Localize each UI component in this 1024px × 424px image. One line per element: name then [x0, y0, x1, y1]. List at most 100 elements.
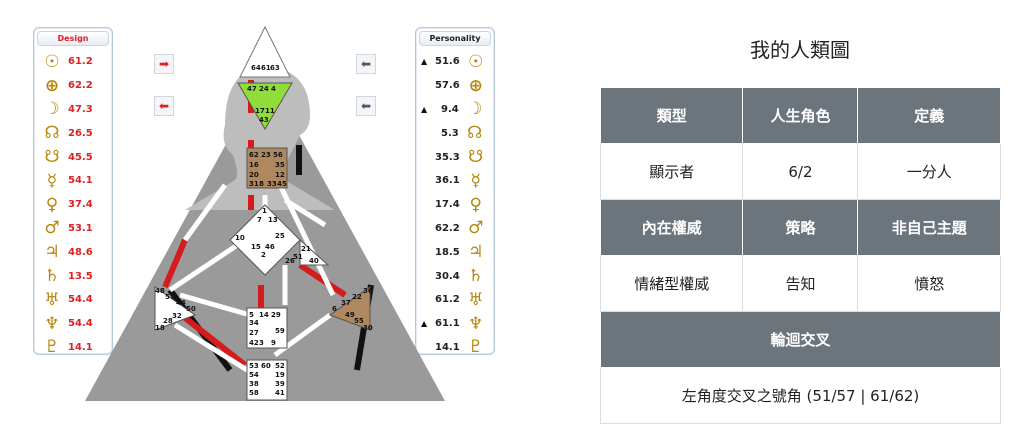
- gate-label: 8: [259, 180, 264, 188]
- gate-label: 17: [255, 107, 265, 115]
- root-center: [246, 359, 288, 401]
- channel: [162, 238, 188, 289]
- personality-value-sun: 51.6: [435, 56, 460, 68]
- uranus-icon: ♅: [44, 289, 60, 310]
- design-panel-title: Design: [37, 31, 109, 46]
- sun-icon: ☉: [44, 51, 60, 72]
- gate-label: 41: [275, 389, 285, 397]
- gate-label: 29: [271, 311, 281, 319]
- design-value-venus: 37.4: [68, 199, 93, 211]
- gate-label: 58: [249, 389, 259, 397]
- design-value-south-node: 45.5: [68, 151, 93, 163]
- exalted-marker: ▲: [421, 319, 428, 329]
- gate-label: 4: [271, 85, 276, 93]
- personality-row-moon: ▲9.4☽: [416, 98, 494, 122]
- personality-value-earth: 57.6: [435, 80, 460, 92]
- gate-label: 11: [265, 107, 275, 115]
- design-row-venus: ♀37.4: [34, 193, 112, 217]
- design-value-mars: 53.1: [68, 222, 93, 234]
- gate-label: 7: [257, 216, 262, 224]
- design-bottom-arrow-button[interactable]: ⬅: [154, 96, 174, 116]
- north-node-icon: ☊: [467, 123, 483, 144]
- sacral-center: [246, 307, 288, 349]
- value-type: 顯示者: [599, 143, 744, 200]
- spleen-center: [154, 286, 197, 331]
- personality-value-saturn: 30.4: [435, 270, 460, 282]
- gate-label: 1: [262, 207, 267, 215]
- arrow-left-icon: ⬅: [360, 57, 372, 71]
- gate-label: 21: [301, 245, 311, 253]
- design-value-mercury: 54.1: [68, 175, 93, 187]
- gate-label: 52: [275, 362, 285, 370]
- gate-label: 37: [341, 299, 351, 307]
- gate-label: 32: [172, 312, 182, 320]
- bodygraph: 64 61 63 47 24 4 17 11 43 62 23 56 16 35…: [85, 25, 445, 401]
- gate-label: 42: [249, 339, 259, 347]
- gate-label: 61: [261, 64, 271, 72]
- personality-top-arrow-button[interactable]: ⬅: [356, 54, 376, 74]
- summary-table: 類型 人生角色 定義 顯示者 6/2 一分人 內在權威 策略 非自己主題 情緒型…: [599, 87, 1001, 424]
- design-value-pluto: 14.1: [68, 341, 93, 353]
- jupiter-icon: ♃: [44, 242, 60, 263]
- design-row-uranus: ♅54.4: [34, 288, 112, 312]
- moon-icon: ☽: [467, 99, 483, 120]
- header-not-self: 非自己主題: [857, 199, 1001, 256]
- design-value-earth: 62.2: [68, 80, 93, 92]
- design-row-saturn: ♄13.5: [34, 264, 112, 288]
- channel: [283, 197, 327, 228]
- moon-icon: ☽: [44, 99, 60, 120]
- gate-label: 47: [247, 85, 257, 93]
- channel: [168, 237, 247, 293]
- design-row-north-node: ☊26.5: [34, 121, 112, 145]
- gate-label: 27: [249, 329, 259, 337]
- earth-icon: ⊕: [468, 75, 483, 96]
- personality-value-pluto: 14.1: [435, 341, 460, 353]
- saturn-icon: ♄: [468, 266, 484, 287]
- gate-label: 28: [163, 317, 173, 325]
- mercury-icon: ☿: [470, 170, 481, 191]
- gate-label: 59: [275, 327, 285, 335]
- gate-label: 54: [249, 371, 259, 379]
- design-panel: Design ☉61.2 ⊕62.2 ☽47.3 ☊26.5 ☋45.5 ☿54…: [33, 27, 113, 357]
- gate-label: 38: [249, 380, 259, 388]
- personality-value-jupiter: 18.5: [435, 246, 460, 258]
- value-authority: 情緒型權威: [599, 255, 744, 312]
- personality-value-south-node: 35.3: [435, 151, 460, 163]
- gate-label: 15: [251, 243, 261, 251]
- gate-label: 24: [259, 85, 269, 93]
- ajna-center: [237, 82, 293, 130]
- personality-panel: Personality ▲51.6☉ 57.6⊕ ▲9.4☽ 5.3☊ 35.3…: [415, 27, 495, 357]
- design-row-pluto: ♇14.1: [34, 336, 112, 360]
- gate-label: 46: [265, 243, 275, 251]
- heart-center: [299, 238, 330, 266]
- gate-label: 2: [261, 251, 266, 259]
- design-top-arrow-button[interactable]: ➡: [154, 54, 174, 74]
- personality-row-uranus: 61.2♅: [416, 288, 494, 312]
- gate-label: 63: [270, 64, 280, 72]
- gate-label: 44: [176, 299, 186, 307]
- header-profile: 人生角色: [742, 87, 859, 144]
- value-profile: 6/2: [742, 143, 859, 200]
- personality-value-mars: 62.2: [435, 222, 460, 234]
- neptune-icon: ♆: [44, 313, 60, 334]
- neptune-icon: ♆: [468, 313, 484, 334]
- design-row-jupiter: ♃ 48.6: [34, 240, 112, 264]
- gate-label: 43: [259, 116, 269, 124]
- personality-value-neptune: 61.1: [435, 318, 460, 330]
- personality-row-saturn: 30.4 ♄: [416, 264, 494, 288]
- channel: [182, 183, 228, 242]
- header-definition: 定義: [857, 87, 1001, 144]
- personality-bottom-arrow-button[interactable]: ⬅: [356, 96, 376, 116]
- personality-row-north-node: 5.3☊: [416, 121, 494, 145]
- design-value-neptune: 54.4: [68, 318, 93, 330]
- gate-label: 45: [277, 180, 287, 188]
- gate-label: 56: [273, 151, 283, 159]
- chart-title: 我的人類圖: [750, 38, 850, 62]
- design-value-jupiter: 48.6: [68, 246, 93, 258]
- personality-value-moon: 9.4: [441, 103, 459, 115]
- value-incarnation-cross: 左角度交叉之號角 (51/57 | 61/62): [600, 367, 1001, 424]
- gate-label: 40: [309, 257, 319, 265]
- personality-row-neptune: ▲ 61.1 ♆: [416, 312, 494, 336]
- personality-row-pluto: 14.1♇: [416, 336, 494, 360]
- personality-value-uranus: 61.2: [435, 294, 460, 306]
